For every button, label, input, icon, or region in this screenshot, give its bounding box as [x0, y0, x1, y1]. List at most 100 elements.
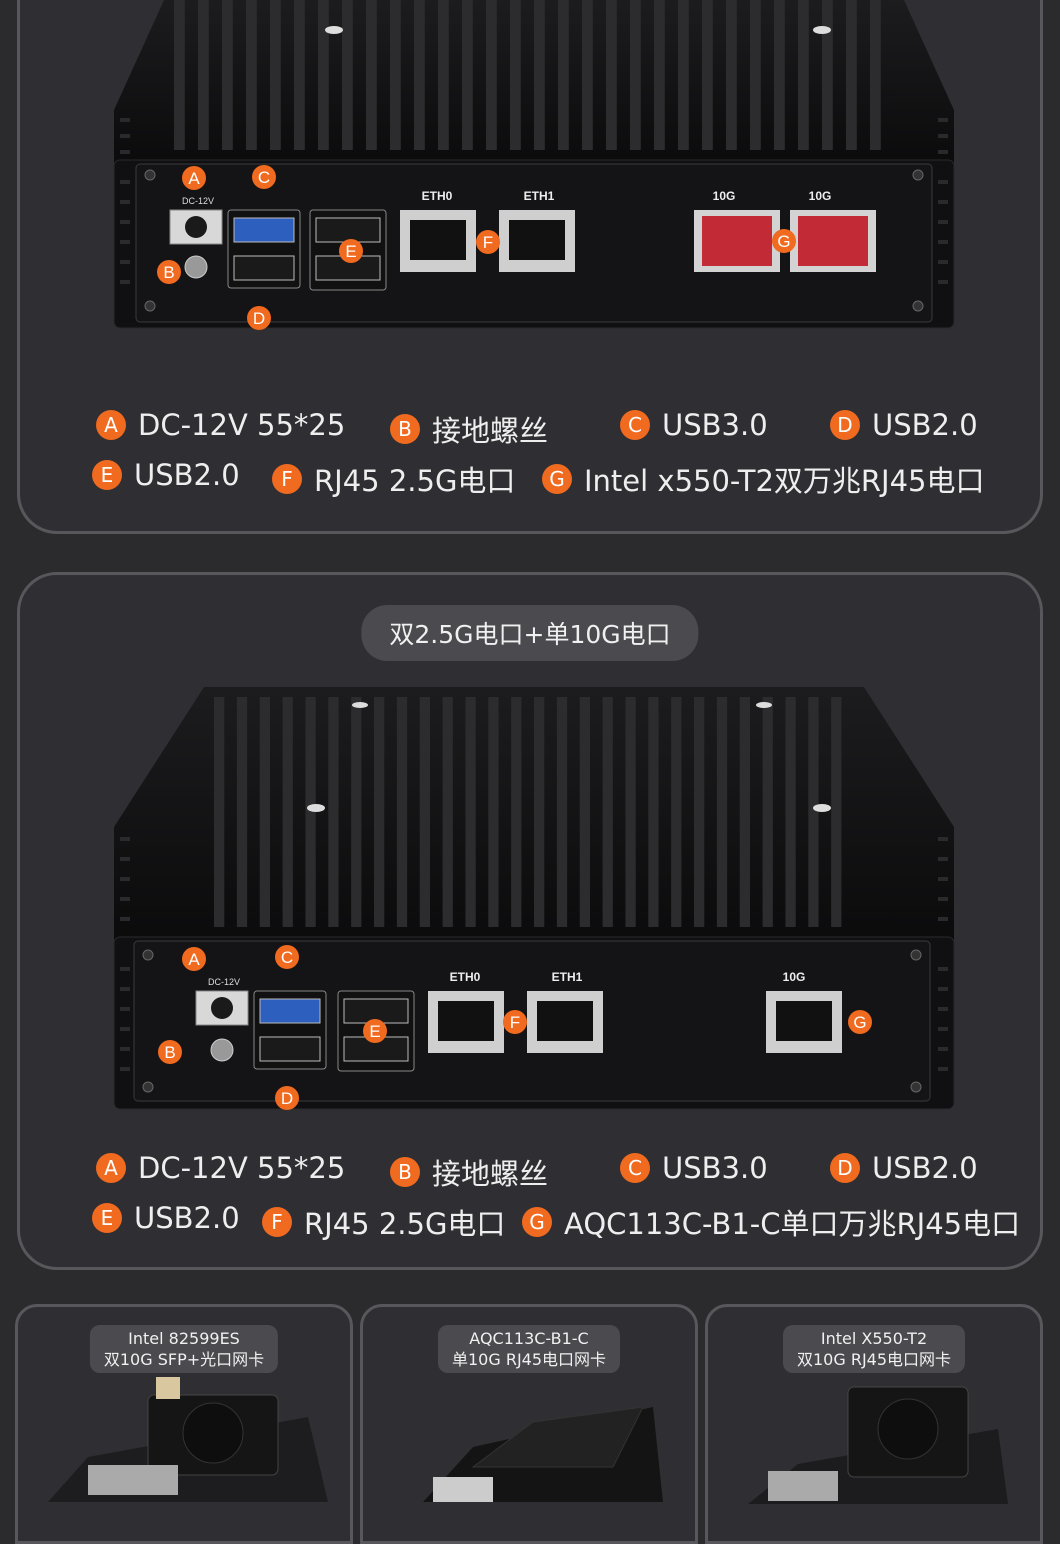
ten-g-port-2: [790, 210, 876, 272]
legend-item-g: G Intel x550-T2双万兆RJ45电口: [542, 458, 985, 500]
legend-item-c: C USB3.0: [620, 1151, 768, 1185]
eth1-label: ETH1: [552, 970, 583, 984]
legend-text: USB2.0: [134, 458, 240, 492]
legend-text: AQC113C-B1-C单口万兆RJ45电口: [564, 1207, 1021, 1241]
legend-text: 接地螺丝: [432, 1157, 549, 1191]
config-panel-dual-10g: DC-12V ETH0 ETH1 10G 10G A B C: [17, 0, 1043, 534]
nic-card-desc: 双10G SFP+光口网卡: [103, 1350, 265, 1369]
nic-card-label: Intel X550-T2 双10G RJ45电口网卡: [782, 1325, 966, 1373]
marker-d: [247, 306, 271, 330]
legend-text: USB3.0: [662, 1151, 768, 1185]
eth0-port: [400, 210, 476, 272]
ten-g-label-1: 10G: [713, 189, 736, 203]
marker-g: [772, 229, 796, 253]
config-title: 双2.5G电口+单10G电口: [361, 605, 699, 661]
legend-dot: E: [92, 460, 122, 490]
eth0-port: [428, 991, 504, 1053]
dc-label: DC-12V: [182, 196, 214, 206]
marker-e-text: E: [345, 242, 356, 261]
legend-dot: G: [542, 464, 572, 494]
ten-g-label: 10G: [783, 970, 806, 984]
eth1-label: ETH1: [524, 189, 555, 203]
legend-item-d: D USB2.0: [830, 1151, 978, 1185]
config-panel-single-10g: 双2.5G电口+单10G电口 DC-12V ETH0 ETH1: [17, 572, 1043, 1270]
ground-screw: [210, 1038, 234, 1062]
marker-c-text: C: [281, 948, 293, 967]
legend-dot: C: [620, 1153, 650, 1183]
marker-c-text: C: [258, 168, 270, 187]
ten-g-port-1: [694, 210, 780, 272]
legend-dot: G: [522, 1207, 552, 1237]
nic-card-desc: 单10G RJ45电口网卡: [451, 1350, 607, 1369]
marker-f-text: F: [483, 233, 493, 252]
mini-pc-image-2: DC-12V ETH0 ETH1 10G A B C D E F G: [113, 687, 955, 1110]
nic-card-model: Intel X550-T2: [820, 1329, 928, 1348]
legend-text: 接地螺丝: [432, 414, 549, 448]
legend-item-g: G AQC113C-B1-C单口万兆RJ45电口: [522, 1201, 1020, 1243]
ten-g-label-2: 10G: [809, 189, 832, 203]
dc-jack: [169, 209, 223, 245]
legend-text: RJ45 2.5G电口: [304, 1207, 506, 1241]
nic-card-x550-t2: Intel X550-T2 双10G RJ45电口网卡: [705, 1304, 1043, 1544]
legend-item-b: B 接地螺丝: [390, 1151, 548, 1193]
marker-e: [363, 1019, 387, 1043]
nic-card-model: AQC113C-B1-C: [469, 1329, 589, 1348]
marker-a-text: A: [188, 169, 200, 188]
legend-text: USB2.0: [872, 408, 978, 442]
marker-b: [157, 260, 181, 284]
marker-f-text: F: [510, 1013, 520, 1032]
marker-b-text: B: [164, 1043, 175, 1062]
legend-text: Intel x550-T2双万兆RJ45电口: [584, 464, 985, 498]
nic-card-image-sfp: [48, 1377, 328, 1502]
nic-card-label: AQC113C-B1-C 单10G RJ45电口网卡: [437, 1325, 621, 1373]
ten-g-port: [766, 991, 842, 1053]
nic-card-image-aqc: [423, 1407, 663, 1502]
legend-text: DC-12V 55*25: [138, 408, 346, 442]
mini-pc-image-1: DC-12V ETH0 ETH1 10G 10G A B C: [113, 0, 955, 330]
eth1-port: [527, 991, 603, 1053]
nic-card-82599es: Intel 82599ES 双10G SFP+光口网卡: [15, 1304, 353, 1544]
marker-e-text: E: [369, 1022, 380, 1041]
legend-text: RJ45 2.5G电口: [314, 464, 516, 498]
marker-g-text: G: [853, 1013, 866, 1032]
legend-item-e: E USB2.0: [92, 1201, 240, 1235]
legend-text: USB2.0: [134, 1201, 240, 1235]
legend-dot: B: [390, 1157, 420, 1187]
marker-e: [339, 239, 363, 263]
dc-label: DC-12V: [208, 977, 240, 987]
legend-dot: A: [96, 410, 126, 440]
marker-b-text: B: [163, 263, 174, 282]
marker-d-text: D: [281, 1089, 293, 1108]
marker-d-text: D: [253, 309, 265, 328]
legend-dot: A: [96, 1153, 126, 1183]
marker-f: [476, 230, 500, 254]
legend-text: USB3.0: [662, 408, 768, 442]
legend-item-a: A DC-12V 55*25: [96, 408, 345, 442]
legend-dot: E: [92, 1203, 122, 1233]
marker-a: [182, 947, 206, 971]
marker-c: [275, 945, 299, 969]
eth0-label: ETH0: [450, 970, 481, 984]
nic-card-image-x550: [748, 1386, 1008, 1504]
usb-stack-1: [227, 209, 301, 289]
marker-g: [848, 1010, 872, 1034]
nic-card-model: Intel 82599ES: [128, 1329, 240, 1348]
marker-a: [182, 166, 206, 190]
legend-dot: D: [830, 1153, 860, 1183]
eth0-label: ETH0: [422, 189, 453, 203]
heatsink-fins: [214, 697, 842, 927]
marker-f: [503, 1010, 527, 1034]
nic-card-desc: 双10G RJ45电口网卡: [796, 1350, 952, 1369]
legend-dot: F: [262, 1207, 292, 1237]
marker-d: [275, 1086, 299, 1110]
legend-text: USB2.0: [872, 1151, 978, 1185]
marker-a-text: A: [188, 950, 200, 969]
usb-stack-1: [253, 990, 327, 1070]
legend-item-e: E USB2.0: [92, 458, 240, 492]
